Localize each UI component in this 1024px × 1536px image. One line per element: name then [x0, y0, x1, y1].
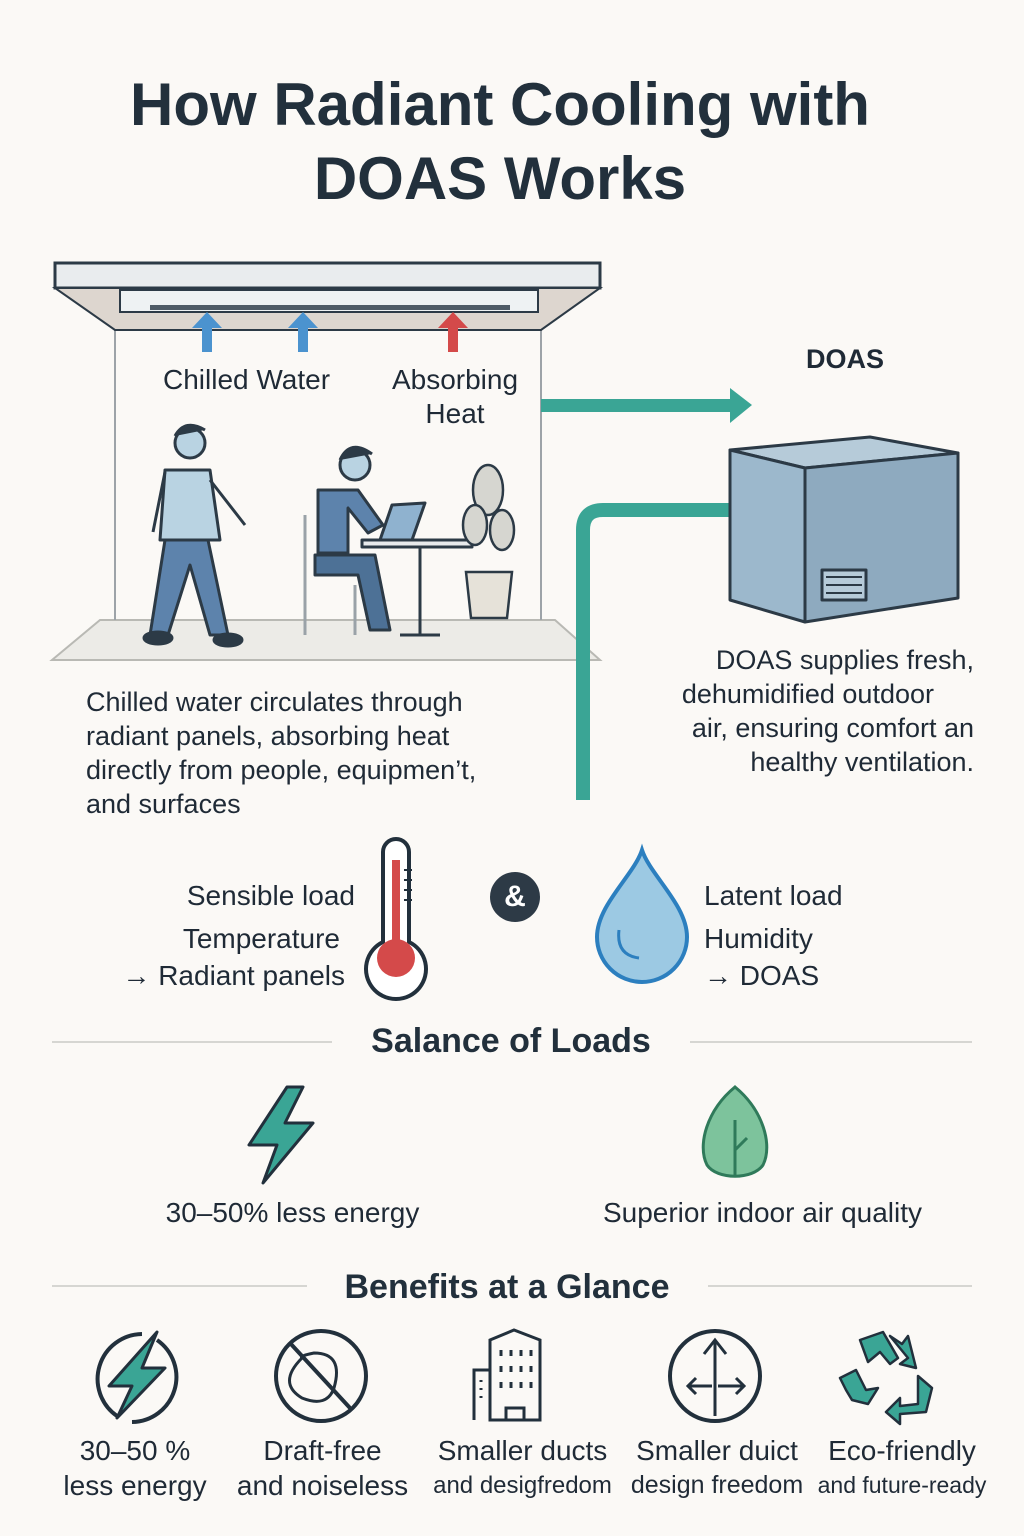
- divider: [52, 1285, 307, 1287]
- benefit-draft-free: Draft-free and noiseless: [230, 1433, 415, 1503]
- air-flow-arrow-icon: [541, 388, 752, 423]
- building-icon: [472, 1328, 542, 1422]
- divider: [708, 1285, 972, 1287]
- radiant-description: Chilled water circulates through radiant…: [86, 685, 476, 821]
- benefit-eco-friendly: Eco-friendly and future-ready: [812, 1433, 992, 1503]
- sensible-load-title: Sensible load: [186, 880, 355, 911]
- thermometer-icon: [364, 837, 428, 1002]
- benefit-line-2: less energy: [63, 1470, 207, 1501]
- balance-energy-label: 30–50% less energy: [165, 1197, 420, 1228]
- benefit-line-2: and noiseless: [236, 1470, 409, 1501]
- text-line: directly from people, equipmen’t,: [86, 755, 477, 785]
- doas-description: DOAS supplies fresh, dehumidified outdoo…: [682, 643, 974, 779]
- balance-heading: Salance of Loads: [371, 1022, 651, 1060]
- arrows-circle-icon: [668, 1329, 762, 1423]
- person-at-laptop-icon: [303, 445, 474, 637]
- person-walking-icon: [142, 423, 247, 648]
- recycle-icon: [838, 1330, 934, 1426]
- heat-arrow-icon: [438, 312, 468, 352]
- plant-icon: [461, 463, 516, 620]
- absorbing-heat-label: Absorbing Heat: [380, 363, 530, 431]
- page-title: How Radiant Cooling with DOAS Works: [0, 68, 1000, 216]
- benefit-line-2: design freedom: [630, 1471, 804, 1499]
- sensible-load: Sensible load Temperature → Radiant pane…: [100, 874, 355, 997]
- chilled-water-arrow-icon: [288, 312, 318, 352]
- chilled-water-arrow-icon: [192, 312, 222, 352]
- text-line: Chilled water circulates through: [86, 687, 463, 717]
- text-line: air, ensuring comfort an: [691, 713, 974, 743]
- absorbing-heat-line-1: Absorbing: [391, 364, 519, 395]
- text-line: dehumidified outdoor: [681, 679, 934, 709]
- benefit-design-freedom: Smaller duict design freedom: [622, 1433, 812, 1503]
- lightning-icon: [247, 1085, 315, 1185]
- no-draft-icon: [274, 1329, 368, 1423]
- chilled-water-label: Chilled Water: [163, 364, 331, 395]
- title-line-1: How Radiant Cooling with: [130, 71, 870, 138]
- ampersand-badge: &: [490, 872, 540, 922]
- divider: [690, 1041, 972, 1043]
- benefit-line-1: Eco-friendly: [828, 1435, 976, 1466]
- benefit-smaller-ducts: Smaller ducts and desigfredom: [425, 1433, 620, 1503]
- benefit-line-1: Smaller ducts: [437, 1435, 608, 1466]
- latent-load: Latent load Humidity → DOAS: [704, 874, 843, 997]
- ceiling: [53, 261, 602, 290]
- room-illustration: [49, 261, 960, 800]
- benefit-line-1: Draft-free: [263, 1435, 382, 1466]
- benefit-energy: 30–50 % less energy: [55, 1433, 215, 1503]
- text-line: and surfaces: [86, 789, 241, 819]
- text-line: radiant panels, absorbing heat: [86, 721, 450, 751]
- doas-label: DOAS: [805, 344, 884, 374]
- benefit-line-1: Smaller duict: [636, 1435, 798, 1466]
- leaf-icon: [701, 1085, 769, 1178]
- benefit-line-1: 30–50 %: [79, 1435, 191, 1466]
- text-line: DOAS supplies fresh,: [715, 645, 974, 675]
- supply-duct-pipe: [576, 503, 760, 800]
- floor: [49, 619, 603, 661]
- text-line: healthy ventilation.: [750, 747, 974, 777]
- lightning-circle-icon: [95, 1330, 179, 1424]
- benefit-line-2: and desigfredom: [433, 1472, 612, 1499]
- benefit-line-2: and future-ready: [817, 1472, 987, 1498]
- latent-load-type: Humidity: [704, 923, 813, 954]
- sensible-load-type: Temperature: [182, 923, 340, 954]
- balance-air-quality-label: Superior indoor air quality: [602, 1197, 923, 1228]
- divider: [52, 1041, 332, 1043]
- latent-load-title: Latent load: [704, 880, 843, 911]
- sensible-load-target: → Radiant panels: [122, 960, 345, 991]
- doas-unit-icon: [728, 435, 960, 624]
- title-line-2: DOAS Works: [313, 145, 687, 212]
- absorbing-heat-line-2: Heat: [425, 398, 485, 429]
- water-drop-icon: [594, 843, 690, 984]
- latent-load-target: → DOAS: [704, 960, 820, 991]
- benefits-heading: Benefits at a Glance: [344, 1268, 670, 1306]
